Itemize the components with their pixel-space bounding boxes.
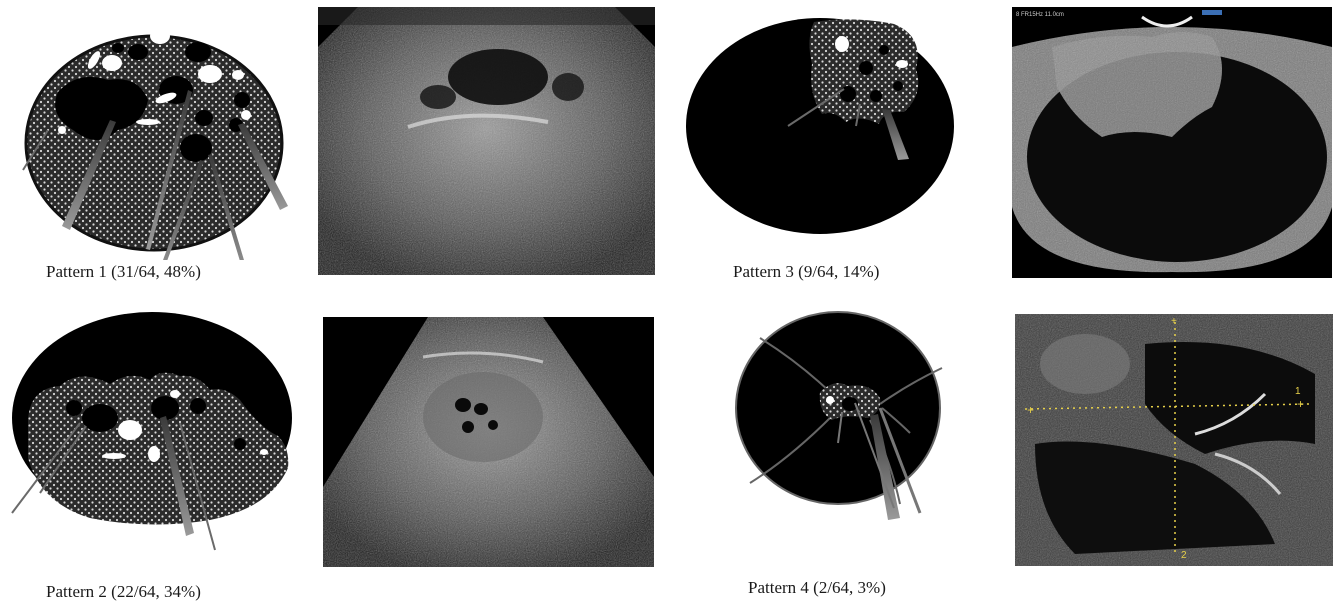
pattern-2-ultrasound-image bbox=[323, 317, 654, 567]
caliper-right-marker: + bbox=[1297, 397, 1304, 411]
pattern-1-ultrasound-image bbox=[318, 7, 655, 275]
pattern-1-diagram bbox=[18, 30, 308, 260]
caliper-2-label: 2 bbox=[1181, 550, 1187, 561]
pattern-4-ultrasound-image: 1 2 + + + bbox=[1015, 314, 1333, 566]
scan-header-readout: 8 FR15Hz 11.0cm bbox=[1016, 12, 1064, 18]
pattern-2-caption: Pattern 2 (22/64, 34%) bbox=[46, 582, 201, 602]
pattern-3-ultrasound-image: 8 FR15Hz 11.0cm bbox=[1012, 7, 1332, 278]
pattern-4-caption: Pattern 4 (2/64, 3%) bbox=[748, 578, 886, 598]
pattern-3-diagram bbox=[684, 14, 964, 239]
pattern-3-caption: Pattern 3 (9/64, 14%) bbox=[733, 262, 879, 282]
pattern-1-caption: Pattern 1 (31/64, 48%) bbox=[46, 262, 201, 282]
pattern-2-diagram bbox=[10, 308, 300, 558]
caliper-1-label: 1 bbox=[1295, 386, 1301, 397]
pattern-4-diagram bbox=[720, 308, 970, 558]
caliper-top-marker: + bbox=[1171, 316, 1177, 327]
caliper-left-marker: + bbox=[1027, 403, 1034, 417]
